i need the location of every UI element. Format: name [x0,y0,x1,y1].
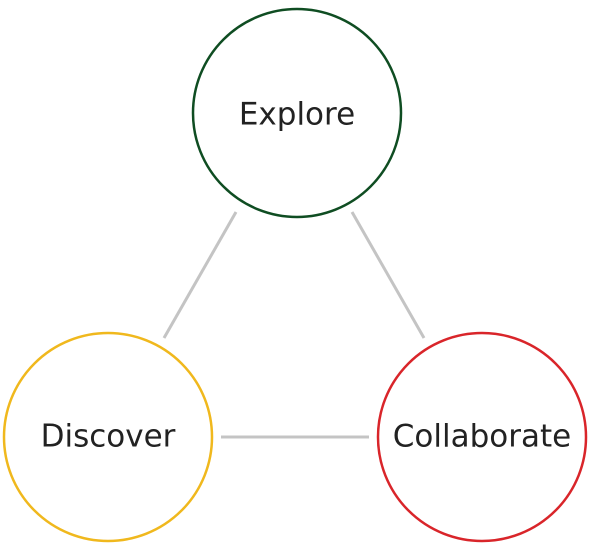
node-collaborate-label: Collaborate [393,419,571,455]
node-collaborate-circle [376,331,588,543]
node-discover: Discover [2,331,214,543]
connector-explore-discover [162,211,238,339]
node-explore-label: Explore [239,97,355,133]
node-collaborate: Collaborate [376,331,588,543]
node-discover-label: Discover [41,419,176,455]
node-explore-circle [191,7,403,219]
node-explore: Explore [191,7,403,219]
connector-explore-collaborate [350,211,426,339]
node-discover-circle [2,331,214,543]
